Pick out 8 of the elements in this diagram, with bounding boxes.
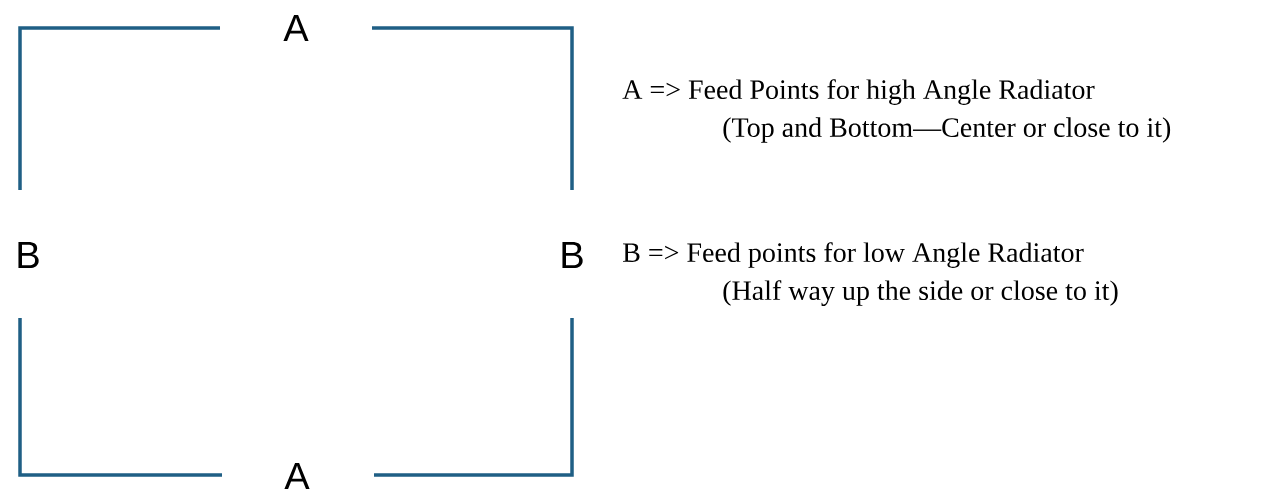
note-text: A => Feed Points for high Angle Radiator — [622, 79, 1095, 105]
note-text: (Top and Bottom—Center or close to it) — [723, 117, 1171, 143]
feed-point-letter: B — [18, 241, 39, 269]
note-text: (Half way up the side or close to it) — [723, 280, 1118, 306]
feed-point-letter: A — [283, 14, 309, 42]
feed-point-letter: A — [284, 462, 310, 490]
note-text: B => Feed points for low Angle Radiator — [623, 242, 1084, 268]
feed-point-letter: B — [562, 241, 583, 269]
